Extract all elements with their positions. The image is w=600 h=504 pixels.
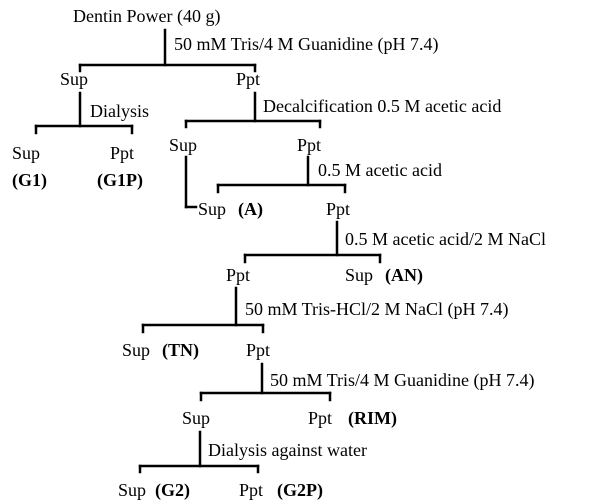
step7-condition: 50 mM Tris/4 M Guanidine (pH 7.4) — [270, 370, 535, 391]
step5-ppt-label: Ppt — [226, 265, 250, 285]
step5-sup-tag: (AN) — [385, 265, 423, 286]
step1-branch — [78, 28, 257, 73]
step2-sup-label: Sup — [12, 143, 40, 163]
step7-ppt-label: Ppt — [308, 408, 332, 428]
step7-ppt-tag: (RIM) — [348, 408, 397, 429]
step2-condition: Dialysis — [90, 101, 149, 121]
step3-ppt-label: Ppt — [297, 135, 321, 155]
step4-sup-tag: (A) — [238, 199, 263, 220]
step1-sup-label: Sup — [60, 69, 88, 89]
step4-sup-label: Sup — [198, 199, 226, 219]
step8-ppt-tag: (G2P) — [277, 480, 323, 501]
step6-condition: 50 mM Tris-HCl/2 M NaCl (pH 7.4) — [245, 299, 509, 320]
step3-branch — [184, 91, 322, 129]
step3-condition: Decalcification 0.5 M acetic acid — [263, 96, 501, 116]
step1-condition: 50 mM Tris/4 M Guanidine (pH 7.4) — [174, 34, 439, 55]
step6-ppt-label: Ppt — [246, 340, 270, 360]
step8-sup-label: Sup — [118, 480, 146, 500]
step7-sup-label: Sup — [182, 408, 210, 428]
step2-ppt-label: Ppt — [110, 143, 134, 163]
step6-sup-tag: (TN) — [162, 340, 199, 361]
step6-branch — [141, 286, 265, 334]
step8-ppt-label: Ppt — [239, 480, 263, 500]
step5-branch — [243, 220, 382, 264]
step4-branch — [184, 155, 347, 209]
step8-sup-tag: (G2) — [155, 480, 190, 501]
step3-sup-label: Sup — [169, 135, 197, 155]
root-label: Dentin Power (40 g) — [73, 6, 220, 27]
step4-condition: 0.5 M acetic acid — [318, 160, 442, 180]
step5-sup-label: Sup — [345, 265, 373, 285]
step1-ppt-label: Ppt — [236, 69, 260, 89]
step4-ppt-label: Ppt — [326, 199, 350, 219]
step2-sup-tag: (G1) — [12, 170, 47, 191]
step5-condition: 0.5 M acetic acid/2 M NaCl — [345, 229, 546, 249]
step7-branch — [199, 362, 332, 402]
step8-condition: Dialysis against water — [208, 440, 367, 460]
step6-sup-label: Sup — [122, 340, 150, 360]
step2-branch — [34, 91, 134, 135]
step2-ppt-tag: (G1P) — [97, 170, 143, 191]
step8-branch — [138, 430, 260, 474]
